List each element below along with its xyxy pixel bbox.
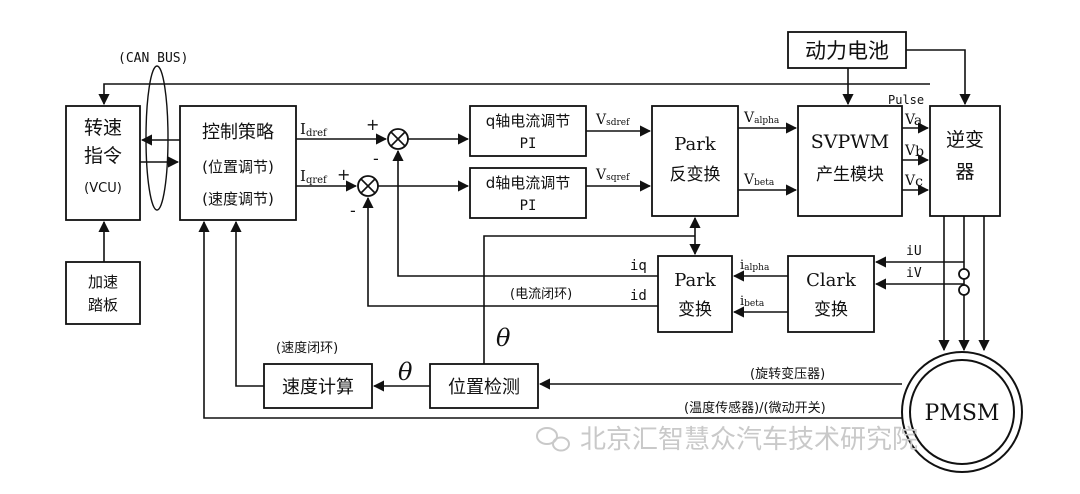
clark-box: [787, 255, 875, 333]
pmsm-outer-circle: [901, 351, 1023, 473]
plus-bottom: +: [337, 165, 350, 184]
pedal-label-line2: 踏板: [88, 296, 118, 314]
vc-label: Vc: [904, 173, 923, 190]
position-detect-label: 位置检测: [448, 377, 520, 398]
va-label: Va: [904, 112, 922, 129]
clark-label-line2: 变换: [814, 300, 848, 320]
d-pi-label-line1: d轴电流调节: [486, 174, 571, 192]
inverter-box: [929, 105, 1001, 217]
id-feedback: [362, 196, 658, 307]
valpha-label: Valpha: [743, 110, 780, 126]
temp-feedback: [198, 220, 902, 419]
svpwm-label-line2: 产生模块: [816, 165, 884, 185]
pedal-label-line1: 加速: [88, 273, 118, 291]
theta-bus: [483, 235, 695, 364]
clark-label-line1: Clark: [806, 270, 857, 291]
svpwm-box: [797, 105, 903, 217]
park-label-line2: 变换: [678, 300, 712, 320]
sum-junction-bottom: [357, 175, 379, 197]
vsdref-label: Vsdref: [595, 112, 630, 128]
iv-sensor: [958, 284, 970, 296]
inverter-label-line1: 逆变: [946, 129, 984, 151]
can-bus-ellipse: [145, 65, 169, 211]
iv-label: iV: [906, 266, 922, 281]
pedal-box: [65, 261, 141, 325]
minus-top: -: [373, 149, 379, 168]
watermark: 北京汇智慧众汽车技术研究院: [536, 425, 918, 455]
park-box: [657, 255, 733, 333]
temp-micro-label: (温度传感器)/(微动开关): [684, 400, 826, 416]
battery-box: [787, 31, 907, 69]
sum-junction-top: [387, 128, 409, 150]
q-axis-pi-box: [469, 105, 587, 157]
q-pi-label-line2: PI: [520, 136, 537, 152]
vcu-label-line2: 指令: [84, 145, 122, 167]
iq-feedback: [392, 149, 658, 277]
vsqref-label: Vsqref: [595, 167, 630, 183]
speed-calc-label: 速度计算: [282, 377, 354, 398]
ialpha-label: ialpha: [740, 258, 770, 273]
control-strategy-box: [179, 105, 297, 221]
watermark-text: 北京汇智慧众汽车技术研究院: [580, 425, 918, 455]
vcu-box: [65, 105, 141, 221]
vcu-label-line1: 转速: [84, 117, 122, 139]
theta-top-label: θ: [496, 324, 511, 352]
pmsm-label: PMSM: [925, 401, 1000, 426]
battery-label: 动力电池: [805, 39, 889, 63]
d-pi-label-line2: PI: [520, 198, 537, 214]
q-pi-label-line1: q轴电流调节: [486, 112, 571, 130]
wechat-icon: [536, 427, 570, 452]
inverse-park-label-line2: 反变换: [670, 165, 721, 185]
speed-calc-box: [263, 363, 373, 409]
vb-label: Vb: [904, 143, 924, 160]
inverse-park-label-line1: Park: [674, 134, 717, 155]
pulse-label: Pulse: [888, 93, 924, 107]
park-label-line1: Park: [674, 270, 717, 291]
resolver-label: (旋转变压器): [750, 366, 825, 382]
inverse-park-box: [651, 105, 739, 217]
can-bus-line: [98, 83, 930, 106]
d-axis-pi-box: [469, 167, 587, 219]
speed-feedback: [230, 220, 264, 387]
strategy-label-line2: (位置调节): [202, 158, 274, 176]
ibeta-label: ibeta: [740, 294, 765, 309]
iqref-label: Iqref: [300, 167, 328, 186]
can-bus-label: (CAN BUS): [118, 51, 188, 66]
id-label: id: [630, 288, 647, 304]
battery-to-inverter: [906, 49, 971, 106]
current-loop-label: (电流闭环): [510, 287, 572, 302]
iu-label: iU: [906, 244, 922, 259]
minus-bottom: -: [350, 201, 356, 220]
speed-loop-label: (速度闭环): [276, 340, 338, 356]
inverter-label-line2: 器: [955, 161, 974, 183]
plus-top: +: [366, 115, 379, 134]
vcu-label-line3: (VCU): [84, 181, 122, 196]
idref-label: Idref: [300, 120, 328, 139]
pmsm-inner-circle: [909, 359, 1015, 465]
strategy-label-line3: (速度调节): [202, 190, 274, 208]
iu-sensor: [958, 268, 970, 280]
iq-label: iq: [630, 258, 647, 274]
strategy-label-line1: 控制策略: [202, 122, 274, 143]
vbeta-label: Vbeta: [743, 172, 775, 188]
theta-left-label: θ: [398, 358, 413, 386]
svpwm-label-line1: SVPWM: [811, 131, 890, 153]
